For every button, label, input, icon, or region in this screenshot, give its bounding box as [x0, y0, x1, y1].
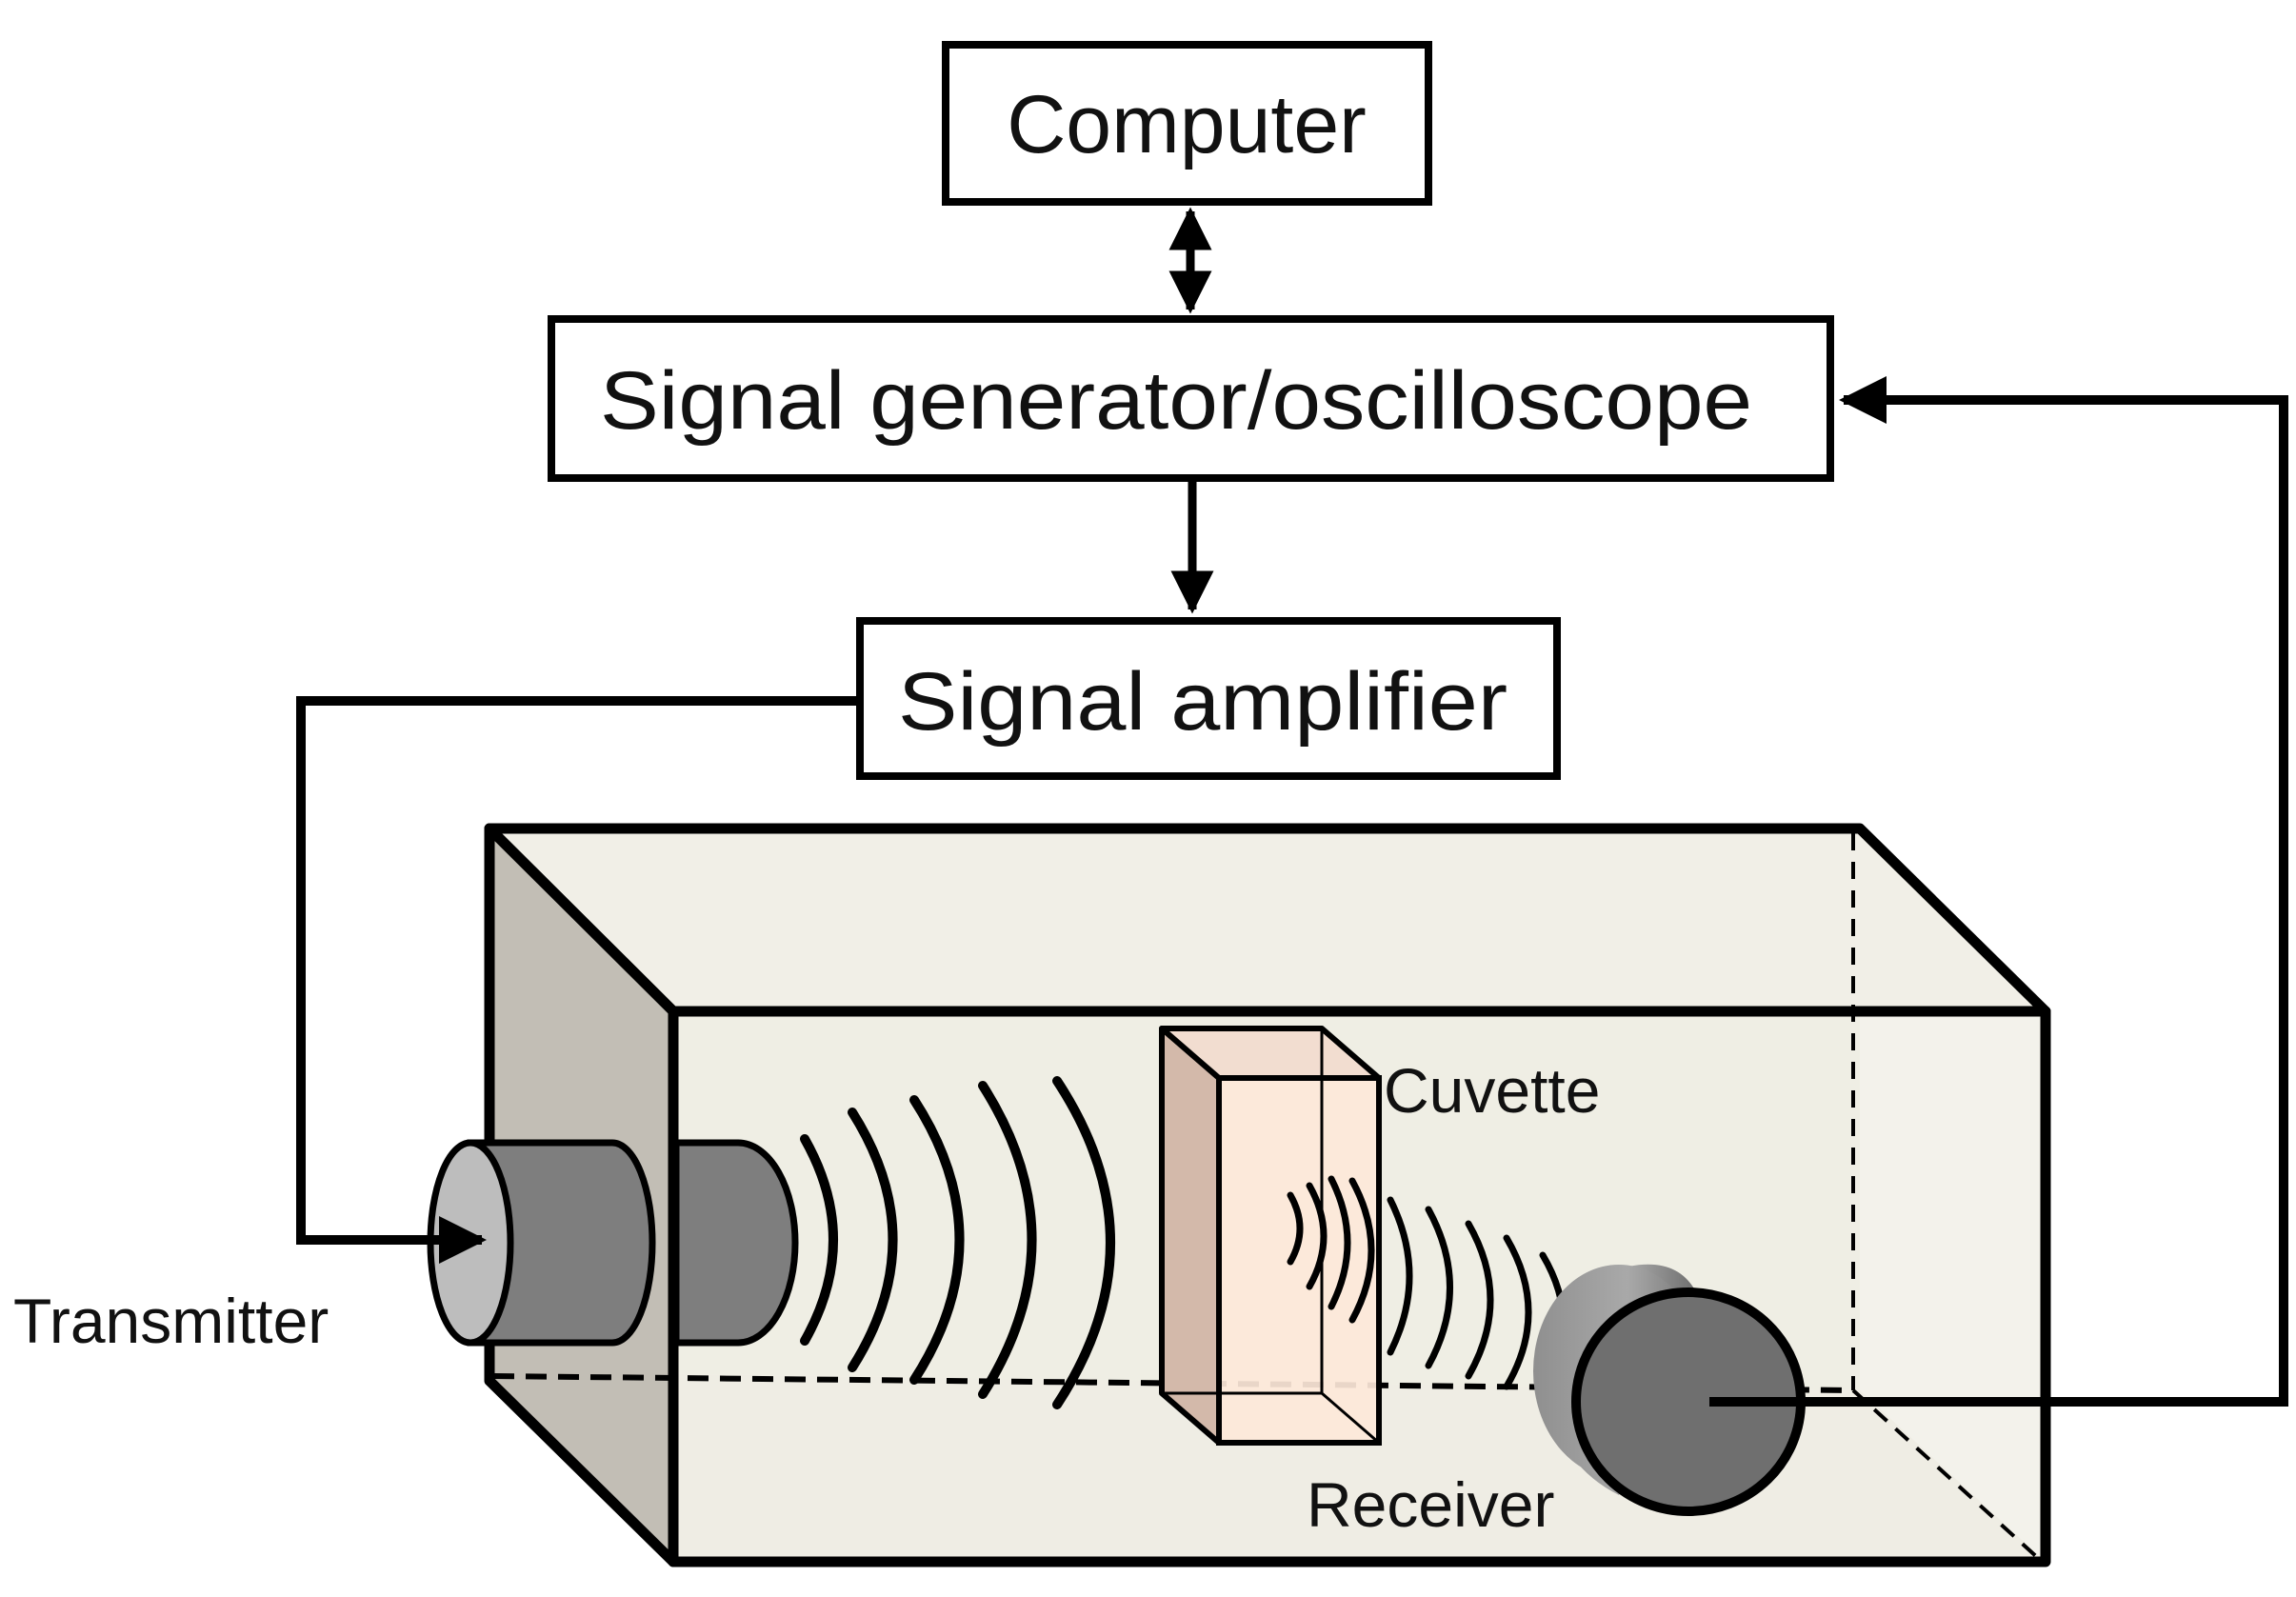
tank-front-edge [668, 1006, 2051, 1567]
receiver-transducer [1533, 1264, 1806, 1516]
small-wave-arc [1387, 1196, 1413, 1356]
cuvette-side-face [1159, 1026, 1222, 1446]
amplifier-block: Signal amplifier [856, 617, 1561, 780]
amplifier-transmitter-cable [296, 696, 860, 1264]
small-wave-arc [1348, 1177, 1375, 1324]
signal-generator-box [548, 315, 1834, 482]
wave-arc [800, 1134, 838, 1346]
computer-box [942, 41, 1432, 206]
receiver-generator-cable [1709, 376, 2288, 1407]
cuvette [1159, 1026, 1382, 1446]
tank-top-face [484, 823, 2051, 1017]
cuvette-label: Cuvette [1384, 1055, 1600, 1126]
wave-arc [1052, 1076, 1115, 1409]
receiver-label: Receiver [1307, 1469, 1554, 1540]
tank-hidden-edge-diagonal [1851, 1388, 2040, 1560]
computer-label: Computer [1007, 79, 1367, 170]
transmitter-outer-cylinder [467, 1139, 656, 1347]
small-wave-arc [1425, 1206, 1453, 1369]
computer-block: Computer [942, 41, 1432, 206]
wave-arc [909, 1095, 965, 1385]
signal-generator-block: Signal generator/oscilloscope [548, 315, 1834, 482]
amplifier-label: Signal amplifier [898, 656, 1507, 748]
transmitter-label: Transmitter [13, 1286, 329, 1356]
cuvette-hidden-edge [1321, 1391, 1380, 1445]
signal-generator-label: Signal generator/oscilloscope [600, 355, 1752, 447]
small-wave-arc [1287, 1191, 1304, 1266]
wave-arc [978, 1081, 1037, 1399]
transmitted-waves [800, 1076, 1115, 1409]
small-wave-arc [1328, 1175, 1351, 1310]
transmitter-inner-cylinder [672, 1139, 799, 1347]
small-wave-arc [1306, 1182, 1328, 1290]
cuvette-front-face [1216, 1075, 1382, 1446]
transmitter-transducer [427, 1139, 799, 1347]
small-wave-arc [1465, 1220, 1494, 1380]
wave-arc [848, 1108, 898, 1372]
small-wave-arc [1503, 1234, 1532, 1390]
